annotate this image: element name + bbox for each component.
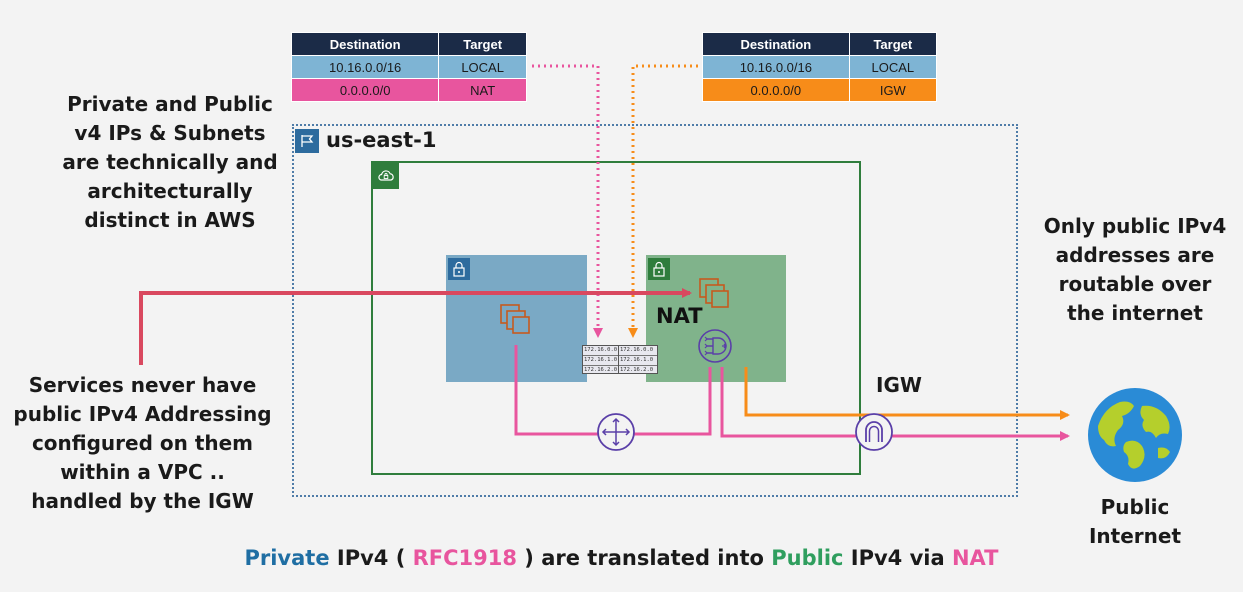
nat-label: NAT [656, 304, 703, 328]
rt-destination: 10.16.0.0/16 [702, 55, 850, 79]
pink-path-to-internet [720, 367, 1070, 441]
orange-path-to-internet [744, 367, 1070, 420]
igw-label: IGW [876, 373, 922, 397]
text-line: Private and Public [67, 92, 273, 116]
mini-rt-entry: 172.16.0.0 [619, 346, 657, 356]
rt-row-local: 10.16.0.0/16 LOCAL [290, 55, 527, 79]
public-internet-label: Public Internet [1060, 493, 1210, 551]
public-rt-association-line [628, 64, 698, 338]
text-line: the internet [1067, 301, 1203, 325]
nat-gateway-icon [698, 329, 732, 363]
rt-row-local: 10.16.0.0/16 LOCAL [702, 55, 938, 79]
left-bottom-text: Services never have public IPv4 Addressi… [0, 371, 285, 516]
caption: Private IPv4 ( RFC1918 ) are translated … [0, 546, 1243, 570]
text-line: public IPv4 Addressing [13, 402, 272, 426]
caption-text: IPv4 via [843, 546, 952, 570]
caption-text: ) are translated into [517, 546, 772, 570]
internet-gateway-icon [855, 413, 893, 451]
public-route-table-icon: 172.16.0.0 172.16.1.0 172.16.2.0 [618, 345, 658, 374]
mini-rt-entry: 172.16.0.0 [583, 346, 621, 356]
text-line: distinct in AWS [84, 208, 256, 232]
rt-destination: 0.0.0.0/0 [290, 78, 440, 102]
router-icon [597, 413, 635, 451]
rt-row-default-igw: 0.0.0.0/0 IGW [702, 78, 938, 102]
rt-target: IGW [848, 78, 938, 102]
rt-row-default-nat: 0.0.0.0/0 NAT [290, 78, 527, 102]
rt-destination: 0.0.0.0/0 [702, 78, 850, 102]
text-line: addresses are [1055, 243, 1215, 267]
caption-public: Public [771, 546, 844, 570]
text-line: Only public IPv4 [1043, 214, 1227, 238]
text-line: Services never have [28, 373, 257, 397]
region-label: us-east-1 [326, 128, 437, 152]
mini-rt-entry: 172.16.2.0 [584, 367, 618, 373]
private-route-table-icon: 172.16.0.0 172.16.1.0 172.16.2.0 [582, 345, 622, 374]
ec2-instance-icon [500, 304, 530, 334]
text-line: Internet [1088, 524, 1182, 548]
text-line: handled by the IGW [31, 489, 254, 513]
mini-rt-entry: 172.16.1.0 [619, 356, 657, 366]
left-top-text: Private and Public v4 IPs & Subnets are … [20, 90, 320, 235]
text-line: architecturally [87, 179, 253, 203]
public-route-table: Destination Target 10.16.0.0/16 LOCAL 0.… [702, 32, 938, 102]
vpc-boundary [371, 161, 861, 475]
ec2-instance-icon [699, 278, 729, 308]
mini-rt-entry: 172.16.2.0 [620, 367, 654, 373]
text-line: v4 IPs & Subnets [74, 121, 266, 145]
text-line: are technically and [62, 150, 278, 174]
mini-rt-entry: 172.16.1.0 [583, 356, 621, 366]
rt-header-destination: Destination [702, 32, 850, 56]
text-line: within a VPC .. [60, 460, 225, 484]
region-flag-icon [295, 129, 319, 153]
rt-destination: 10.16.0.0/16 [290, 55, 440, 79]
rt-header-destination: Destination [290, 32, 440, 56]
red-arrow-line [139, 288, 692, 365]
caption-rfc: RFC1918 [412, 546, 517, 570]
private-subnet-lock-icon [448, 258, 470, 280]
rt-target: LOCAL [438, 55, 527, 79]
rt-target: LOCAL [848, 55, 938, 79]
caption-private: Private [244, 546, 330, 570]
region-boundary [292, 124, 1018, 497]
text-line: Public [1100, 495, 1170, 519]
text-line: configured on them [31, 431, 254, 455]
private-rt-association-line [532, 64, 603, 338]
caption-nat: NAT [951, 546, 999, 570]
public-subnet-lock-icon [648, 258, 670, 280]
vpc-cloud-icon [373, 163, 399, 189]
text-line: routable over [1058, 272, 1212, 296]
right-top-text: Only public IPv4 addresses are routable … [1030, 212, 1240, 328]
caption-text: IPv4 ( [329, 546, 413, 570]
globe-icon [1088, 388, 1182, 482]
rt-target: NAT [438, 78, 527, 102]
private-route-table: Destination Target 10.16.0.0/16 LOCAL 0.… [290, 32, 527, 102]
